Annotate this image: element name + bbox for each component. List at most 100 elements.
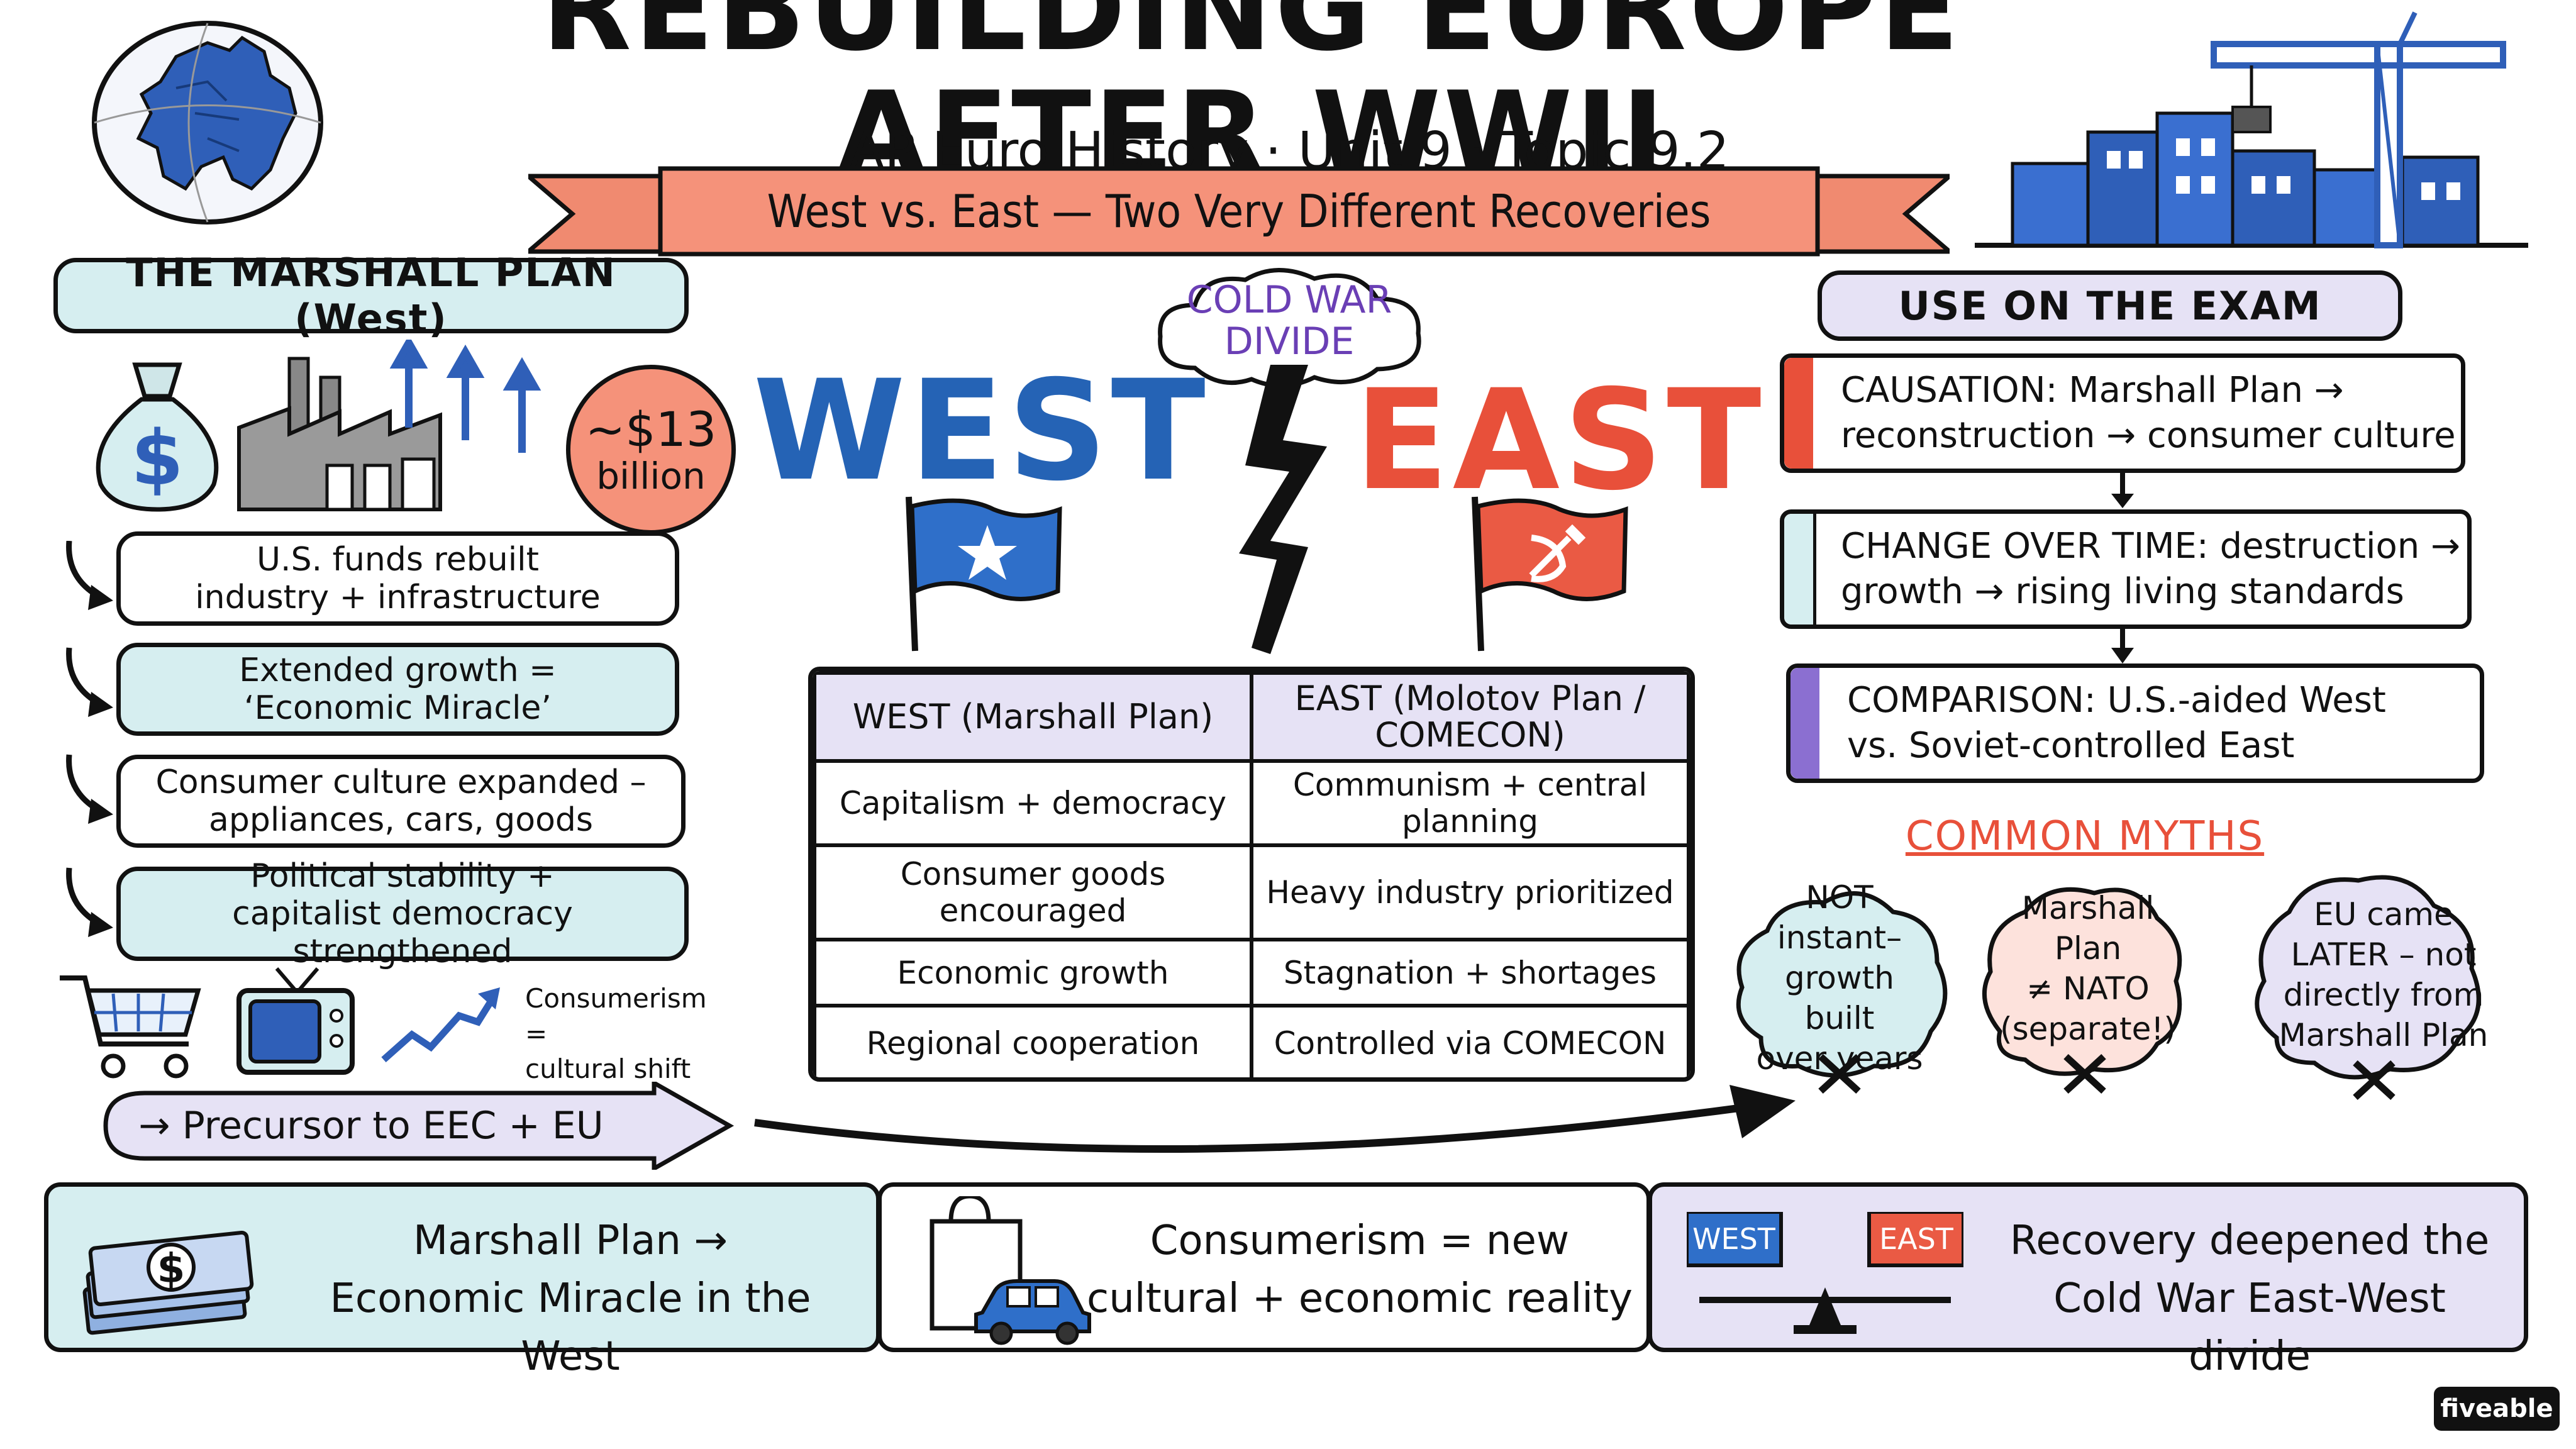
- balance-scale-icon: [1687, 1212, 1963, 1334]
- exam-heading: USE ON THE EXAM: [1818, 270, 2402, 341]
- banner-text: West vs. East — Two Very Different Recov…: [767, 185, 1711, 238]
- myth-1-line-2: growth built: [1785, 960, 1894, 1036]
- comparison-table: WEST (Marshall Plan) EAST (Molotov Plan …: [808, 667, 1695, 1082]
- banner-ribbon: [528, 166, 1950, 257]
- takeaway-3-line-1: Recovery deepened the: [2009, 1218, 2490, 1264]
- table-row: Consumer goods encouraged Heavy industry…: [813, 843, 1690, 941]
- exam-change-box: CHANGE OVER TIME: destruction → growth →…: [1780, 509, 2472, 629]
- takeaway-2-line-2: cultural + economic reality: [1087, 1275, 1633, 1322]
- table-cell: Economic growth: [813, 938, 1253, 1008]
- exam-comparison-line-1: COMPARISON: U.S.-aided West: [1847, 680, 2386, 721]
- funding-amount-badge: ~$13 billion: [566, 365, 736, 535]
- west-flag-icon: [906, 496, 1062, 652]
- step-2-line-2: ‘Economic Miracle’: [244, 689, 552, 727]
- shopping-bag-car-icon: [930, 1196, 1091, 1345]
- precursor-arrow-shape: [103, 1082, 735, 1170]
- takeaway-1: $ Marshall Plan → Economic Miracle in th…: [44, 1182, 880, 1380]
- money-bag-icon: $: [96, 362, 219, 512]
- table-row: Regional cooperation Controlled via COME…: [813, 1004, 1690, 1077]
- lightning-divide-icon: [1239, 365, 1327, 654]
- table-cell: Consumer goods encouraged: [813, 843, 1253, 941]
- table-header-row: WEST (Marshall Plan) EAST (Molotov Plan …: [813, 671, 1690, 763]
- table-cell: Heavy industry prioritized: [1250, 843, 1690, 941]
- shopping-cart-icon: [60, 975, 201, 1079]
- consumerism-note: Consumerism = cultural shift: [525, 981, 733, 1087]
- fiveable-logo: fiveable: [2434, 1387, 2560, 1431]
- myth-cloud-shapes: [1736, 875, 2481, 1101]
- svg-text:$: $: [131, 415, 184, 502]
- marshall-step-1: U.S. funds rebuilt industry + infrastruc…: [116, 531, 679, 626]
- myth-2-line-3: (separate!): [2000, 1011, 2176, 1047]
- myth-2-line-2: ≠ NATO: [2026, 970, 2150, 1007]
- takeaway-1-line-2: Economic Miracle in the West: [330, 1275, 811, 1380]
- table-cell: Controlled via COMECON: [1250, 1004, 1690, 1077]
- myth-2-line-1: Marshall Plan: [2021, 890, 2155, 967]
- west-label: WEST: [753, 350, 1209, 511]
- takeaway-3: WEST EAST Recovery deepened the Cold War…: [1648, 1182, 2528, 1380]
- step-3-line-1: Consumer culture expanded –: [155, 763, 647, 801]
- exam-causation-box: CAUSATION: Marshall Plan → reconstructio…: [1780, 353, 2465, 473]
- exam-change-line-1: CHANGE OVER TIME: destruction →: [1841, 526, 2461, 567]
- exam-causation-line-1: CAUSATION: Marshall Plan →: [1841, 370, 2344, 411]
- table-cell: Regional cooperation: [813, 1004, 1253, 1077]
- step-1-line-2: industry + infrastructure: [195, 579, 601, 616]
- step-4-line-2: capitalist democracy strengthened: [232, 895, 573, 970]
- precursor-text: → Precursor to EEC + EU: [138, 1104, 604, 1148]
- takeaway-2: Consumerism = new cultural + economic re…: [877, 1182, 1651, 1352]
- takeaway-1-text: Marshall Plan → Economic Miracle in the …: [275, 1212, 866, 1385]
- funding-amount: ~$13: [585, 401, 717, 457]
- takeaway-3-text: Recovery deepened the Cold War East-West…: [1992, 1212, 2507, 1385]
- connector-arrow: [754, 1085, 1796, 1153]
- myth-3-line-3: directly from: [2283, 977, 2484, 1013]
- exam-comparison-line-2: vs. Soviet-controlled East: [1847, 725, 2295, 766]
- marshall-plan-heading: THE MARSHALL PLAN (West): [53, 250, 689, 341]
- svg-text:$: $: [157, 1246, 186, 1292]
- cold-war-line-2: DIVIDE: [1224, 319, 1355, 364]
- marshall-step-3: Consumer culture expanded – appliances, …: [116, 755, 686, 848]
- cold-war-divide-label: COLD WAR DIVIDE: [1170, 270, 1409, 371]
- exam-causation-line-2: reconstruction → consumer culture: [1841, 415, 2456, 456]
- page-title: REBUILDING EUROPE AFTER WWII: [541, 0, 1962, 203]
- exam-change-bar: [1784, 514, 1816, 625]
- common-myths-heading: COMMON MYTHS: [1905, 813, 2265, 860]
- cash-stack-icon: $: [82, 1230, 254, 1335]
- marshall-step-4: Political stability + capitalist democra…: [116, 857, 689, 970]
- table-cell: Stagnation + shortages: [1250, 938, 1690, 1008]
- table-cell: Communism + central planning: [1250, 759, 1690, 847]
- myth-3-line-1: EU came: [2314, 896, 2453, 933]
- table-header-west: WEST (Marshall Plan): [813, 671, 1253, 763]
- table-row: Economic growth Stagnation + shortages: [813, 938, 1690, 1008]
- factory-growth-icon: [237, 340, 541, 511]
- east-flag-icon: [1472, 496, 1628, 652]
- europe-globe-icon: [92, 21, 323, 225]
- exam-comparison-bar: [1790, 668, 1819, 779]
- step-2-line-1: Extended growth =: [239, 652, 557, 689]
- west-tag: WEST: [1692, 1221, 1775, 1256]
- construction-skyline-icon: [1975, 11, 2528, 248]
- myth-1-line-1: NOT instant–: [1777, 879, 1902, 956]
- takeaway-3-line-2: Cold War East-West divide: [2053, 1275, 2446, 1380]
- east-label: EAST: [1354, 360, 1765, 521]
- exam-causation-bar: [1784, 358, 1813, 469]
- exam-comparison-box: COMPARISON: U.S.-aided West vs. Soviet-c…: [1786, 663, 2484, 783]
- comparison-table-grid: WEST (Marshall Plan) EAST (Molotov Plan …: [813, 671, 1690, 1077]
- table-cell: Capitalism + democracy: [813, 759, 1253, 847]
- takeaway-1-line-1: Marshall Plan →: [413, 1218, 728, 1264]
- consumerism-note-line-1: Consumerism =: [525, 983, 707, 1049]
- east-tag: EAST: [1879, 1221, 1953, 1256]
- myth-3-line-4: Marshall Plan: [2279, 1017, 2489, 1053]
- takeaway-2-line-1: Consumerism = new: [1150, 1218, 1570, 1264]
- television-icon: [236, 967, 355, 1075]
- funding-unit: billion: [596, 455, 706, 497]
- step-arrows: [66, 541, 113, 937]
- exam-flow-arrows: [2111, 472, 2134, 663]
- cold-war-line-1: COLD WAR: [1186, 278, 1392, 322]
- myth-1-line-3: over years: [1756, 1040, 1923, 1077]
- myth-3: EU came LATER – not directly from Marsha…: [2277, 887, 2490, 1063]
- myth-3-line-2: LATER – not: [2290, 936, 2477, 973]
- upward-trend-icon: [381, 987, 500, 1063]
- myth-1: NOT instant– growth built over years: [1745, 879, 1934, 1077]
- step-1-line-1: U.S. funds rebuilt: [257, 541, 539, 579]
- consumerism-note-line-2: cultural shift: [525, 1053, 691, 1084]
- table-row: Capitalism + democracy Communism + centr…: [813, 759, 1690, 847]
